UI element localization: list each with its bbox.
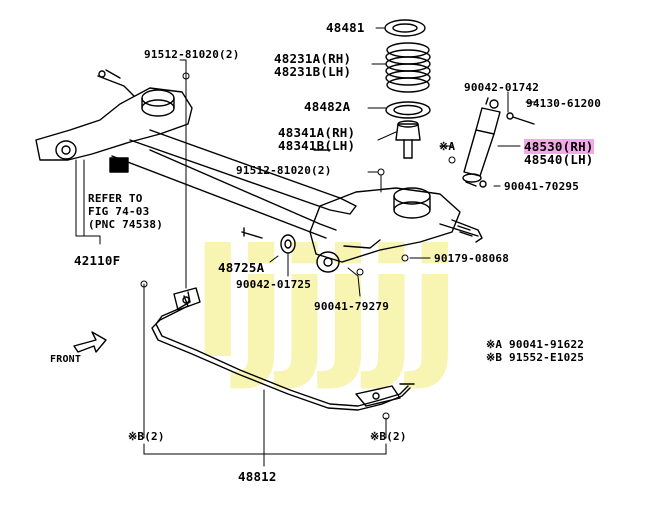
part-48341a[interactable]: 48341A(RH) xyxy=(278,125,356,140)
part-90042-01742[interactable]: 90042-01742 xyxy=(464,81,540,94)
refer-box xyxy=(109,157,129,173)
bump-stopper xyxy=(395,120,421,159)
shock-absorber xyxy=(462,97,535,188)
part-48540[interactable]: 48540(LH) xyxy=(524,152,594,167)
part-91512-81020-mid[interactable]: 91512-81020(2) xyxy=(236,164,332,177)
stabilizer-b-right[interactable]: ※B(2) xyxy=(370,430,407,443)
part-48482a[interactable]: 48482A xyxy=(304,99,351,114)
note-b: ※B 91552-E1025 xyxy=(486,351,585,364)
part-48725a[interactable]: 48725A xyxy=(218,260,265,275)
leader-lines xyxy=(75,27,537,467)
part-48530-highlight: 48530(RH) xyxy=(524,139,594,154)
watermark: ljjjjj xyxy=(192,218,460,392)
part-90041-70295[interactable]: 90041-70295 xyxy=(504,180,580,193)
part-48530[interactable]: 48530(RH) xyxy=(524,139,594,154)
part-90042-01725[interactable]: 90042-01725 xyxy=(236,278,312,291)
upper-spring-seat xyxy=(384,19,426,37)
refer-line-2[interactable]: FIG 74-03 xyxy=(88,205,150,218)
part-48341b[interactable]: 48341B(LH) xyxy=(278,138,356,153)
part-42110f[interactable]: 42110F xyxy=(74,253,121,268)
stabilizer-b-left[interactable]: ※B(2) xyxy=(128,430,165,443)
refer-line-3[interactable]: (PNC 74538) xyxy=(88,218,164,231)
spring-insulator xyxy=(385,101,431,119)
part-91512-81020-top[interactable]: 91512-81020(2) xyxy=(144,48,240,61)
part-48231a[interactable]: 48231A(RH) xyxy=(274,51,352,66)
part-48481[interactable]: 48481 xyxy=(326,20,365,35)
star-a-label: ※A xyxy=(439,140,456,153)
part-90041-79279[interactable]: 90041-79279 xyxy=(314,300,390,313)
stabilizer-bar xyxy=(151,287,415,411)
front-label: FRONT xyxy=(50,354,82,365)
refer-line-1[interactable]: REFER TO xyxy=(88,192,143,205)
coil-spring xyxy=(385,42,431,93)
rear-axle-beam xyxy=(35,69,483,273)
part-94130-61200[interactable]: 94130-61200 xyxy=(526,97,602,110)
part-48812[interactable]: 48812 xyxy=(238,469,277,484)
note-a: ※A 90041-91622 xyxy=(486,338,585,351)
front-arrow xyxy=(73,331,107,353)
part-48231b[interactable]: 48231B(LH) xyxy=(274,64,352,79)
bushing xyxy=(241,227,296,254)
part-90179-08068[interactable]: 90179-08068 xyxy=(434,252,510,265)
